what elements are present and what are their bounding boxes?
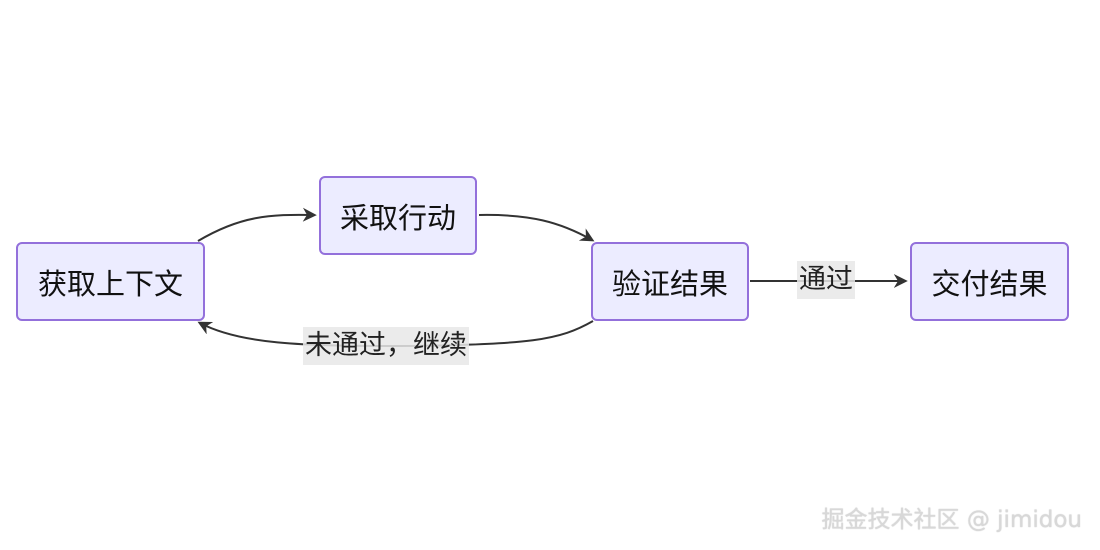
node-verify-result: 验证结果 <box>591 242 749 321</box>
node-take-action-label: 采取行动 <box>339 200 456 235</box>
node-verify-result-label: 验证结果 <box>611 266 728 301</box>
node-gather-context-label: 获取上下文 <box>37 266 183 301</box>
node-deliver-result: 交付结果 <box>910 242 1069 321</box>
edge-label-pass: 通过 <box>797 261 855 299</box>
edge-gather-to-act <box>197 207 317 242</box>
edge-act-to-verify <box>478 213 595 242</box>
node-take-action: 采取行动 <box>319 176 477 255</box>
node-gather-context: 获取上下文 <box>16 242 205 321</box>
edge-label-retry: 未通过，继续 <box>303 327 469 365</box>
node-deliver-result-label: 交付结果 <box>931 266 1048 301</box>
watermark-text: 掘金技术社区 @ jimidou <box>821 507 1082 533</box>
